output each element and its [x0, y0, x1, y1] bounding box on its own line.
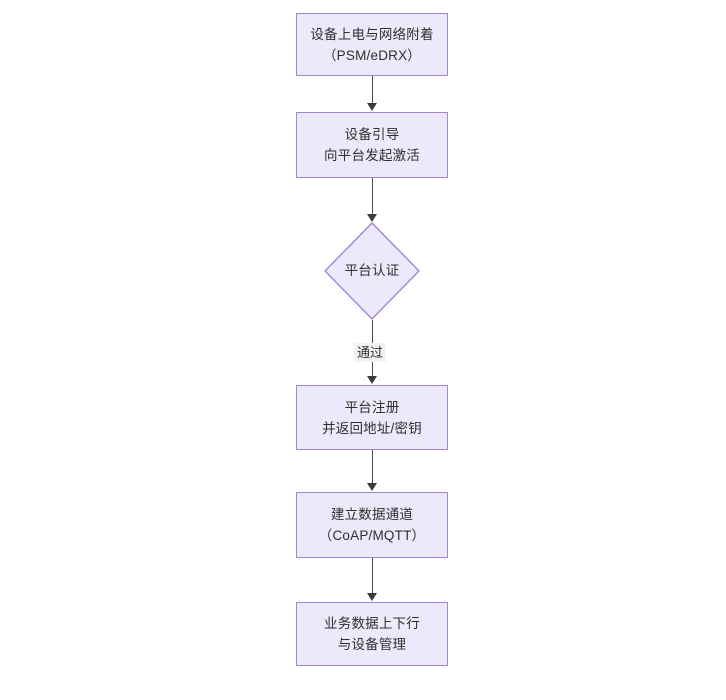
node-device-bootstrap[interactable]: 设备引导 向平台发起激活 [296, 112, 448, 178]
node-platform-auth-decision[interactable]: 平台认证 [324, 222, 420, 320]
node-device-bootstrap-line1: 设备引导 [344, 127, 400, 142]
node-device-power-on-line2: （PSM/eDRX） [322, 47, 422, 63]
node-platform-register[interactable]: 平台注册 并返回地址/密钥 [296, 385, 448, 450]
diamond-shape [324, 222, 420, 320]
node-device-power-on[interactable]: 设备上电与网络附着 （PSM/eDRX） [296, 13, 448, 76]
edge-n4-n5-line [371, 450, 373, 484]
node-business-data-management-line1: 业务数据上下行 [324, 616, 420, 631]
node-establish-data-channel[interactable]: 建立数据通道 （CoAP/MQTT） [296, 492, 448, 558]
node-establish-data-channel-line1: 建立数据通道 [330, 507, 414, 522]
node-platform-register-line2: 并返回地址/密钥 [322, 420, 422, 436]
node-business-data-management[interactable]: 业务数据上下行 与设备管理 [296, 602, 448, 666]
edge-n2-n3-line [371, 178, 373, 215]
node-device-power-on-line1: 设备上电与网络附着 [310, 26, 434, 42]
node-business-data-management-line2: 与设备管理 [337, 637, 407, 652]
edge-label-pass: 通过 [354, 343, 387, 362]
edge-n2-n3-arrowhead [367, 214, 377, 222]
edge-n5-n6-arrowhead [367, 593, 377, 601]
node-platform-register-line1: 平台注册 [344, 399, 400, 415]
node-platform-auth-label: 平台认证 [344, 263, 400, 278]
node-establish-data-channel-line2: （CoAP/MQTT） [318, 528, 426, 543]
edge-n4-n5-arrowhead [367, 483, 377, 491]
edge-n1-n2-line [371, 76, 373, 104]
edge-n5-n6-line [371, 558, 373, 594]
edge-n1-n2-arrowhead [367, 103, 377, 111]
node-device-bootstrap-line2: 向平台发起激活 [324, 148, 420, 163]
edge-n3-n4-arrowhead [367, 376, 377, 384]
